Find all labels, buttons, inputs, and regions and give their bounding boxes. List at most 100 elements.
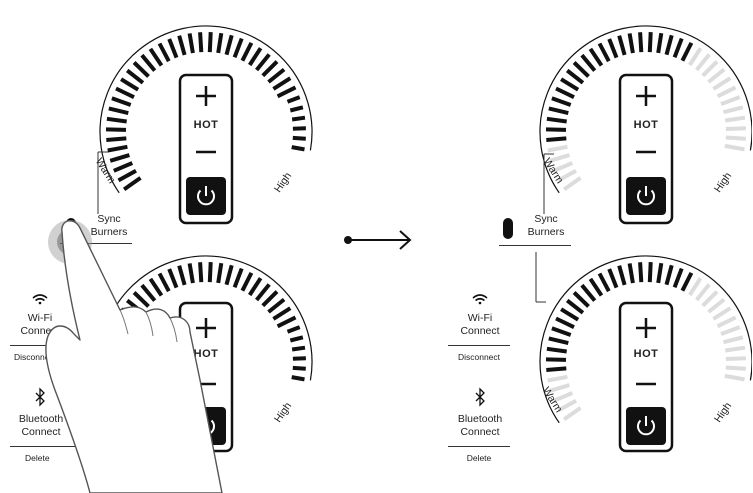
level-tick xyxy=(720,95,741,106)
level-tick xyxy=(132,61,150,78)
level-tick xyxy=(140,283,157,302)
level-tick xyxy=(547,374,568,383)
level-tick xyxy=(716,85,737,99)
level-tick xyxy=(167,268,179,289)
level-tick xyxy=(627,263,635,284)
level-tick xyxy=(680,271,694,292)
sync-toggle-switch[interactable] xyxy=(503,218,513,239)
level-tick xyxy=(701,60,719,78)
power-button[interactable] xyxy=(186,177,226,215)
level-tick xyxy=(125,68,145,85)
level-tick xyxy=(562,176,582,192)
level-tick xyxy=(546,366,567,372)
divider xyxy=(448,446,510,447)
bottom-burner-dial xyxy=(539,255,752,424)
level-tick xyxy=(707,67,726,84)
level-tick xyxy=(167,38,179,59)
level-tick xyxy=(286,95,301,104)
level-tick xyxy=(198,262,204,283)
level-tick xyxy=(725,126,746,131)
plus-icon[interactable] xyxy=(636,318,656,338)
divider xyxy=(448,345,510,346)
top-burner-dial xyxy=(539,25,752,194)
level-tick xyxy=(286,325,301,334)
level-tick xyxy=(680,41,694,62)
level-tick xyxy=(248,277,263,297)
level-tick xyxy=(109,153,130,163)
level-tick xyxy=(551,96,572,107)
level-tick xyxy=(198,32,204,53)
level-tick xyxy=(555,316,575,330)
level-tick xyxy=(140,53,157,72)
level-tick xyxy=(656,32,664,54)
plus-icon[interactable] xyxy=(636,86,656,106)
level-tick xyxy=(292,126,306,131)
level-tick xyxy=(106,136,127,142)
level-tick xyxy=(560,77,580,92)
level-tick xyxy=(267,297,286,314)
level-tick xyxy=(240,271,254,292)
level-tick xyxy=(248,47,263,67)
level-tick xyxy=(545,127,567,132)
level-tick xyxy=(553,161,574,173)
plus-icon[interactable] xyxy=(196,86,216,106)
level-tick xyxy=(115,86,135,100)
level-tick xyxy=(712,76,732,91)
wifi-disconnect-link[interactable]: Disconnect xyxy=(457,352,501,362)
level-tick xyxy=(647,262,653,283)
mode-label: HOT xyxy=(633,119,659,131)
level-tick xyxy=(157,272,171,293)
level-tick xyxy=(106,116,127,124)
level-tick xyxy=(565,298,585,315)
level-tick xyxy=(553,391,574,403)
plus-icon[interactable] xyxy=(196,318,216,338)
level-tick xyxy=(547,144,568,153)
level-tick xyxy=(291,115,306,122)
level-tick xyxy=(207,262,213,283)
level-tick xyxy=(647,32,653,53)
power-button[interactable] xyxy=(626,407,666,445)
level-tick xyxy=(557,398,577,413)
bluetooth-delete-link[interactable]: Delete xyxy=(466,453,492,463)
level-tick xyxy=(546,136,567,142)
level-tick xyxy=(117,168,137,183)
mode-label: HOT xyxy=(193,119,219,131)
level-tick xyxy=(724,115,746,123)
level-tick xyxy=(695,283,711,302)
level-tick xyxy=(108,106,129,116)
dial-outline xyxy=(539,25,752,194)
level-tick xyxy=(120,77,140,92)
level-tick xyxy=(724,345,746,353)
level-tick xyxy=(261,290,279,308)
level-tick xyxy=(545,357,567,362)
level-tick xyxy=(672,267,684,289)
level-tick xyxy=(157,42,171,63)
level-tick xyxy=(187,33,195,54)
level-tick xyxy=(588,277,604,297)
level-tick xyxy=(551,326,572,337)
level-tick xyxy=(597,42,611,63)
level-tick xyxy=(546,116,567,124)
level-tick xyxy=(216,262,224,284)
level-tick xyxy=(132,291,150,308)
level-tick xyxy=(224,264,234,286)
level-tick xyxy=(707,297,726,314)
level-tick xyxy=(546,346,567,354)
level-tick xyxy=(291,375,305,382)
wifi-disconnect-link[interactable]: Disconnect xyxy=(14,352,57,362)
level-tick xyxy=(723,335,744,345)
level-tick xyxy=(122,176,142,192)
level-tick xyxy=(232,37,244,59)
bluetooth-delete-link[interactable]: Delete xyxy=(25,453,50,463)
level-tick xyxy=(617,35,627,56)
level-tick xyxy=(187,263,195,284)
level-tick xyxy=(276,85,297,99)
level-tick xyxy=(177,35,187,56)
power-button[interactable] xyxy=(626,177,666,215)
level-tick xyxy=(107,144,128,153)
level-tick xyxy=(664,264,674,286)
level-tick xyxy=(113,161,134,173)
